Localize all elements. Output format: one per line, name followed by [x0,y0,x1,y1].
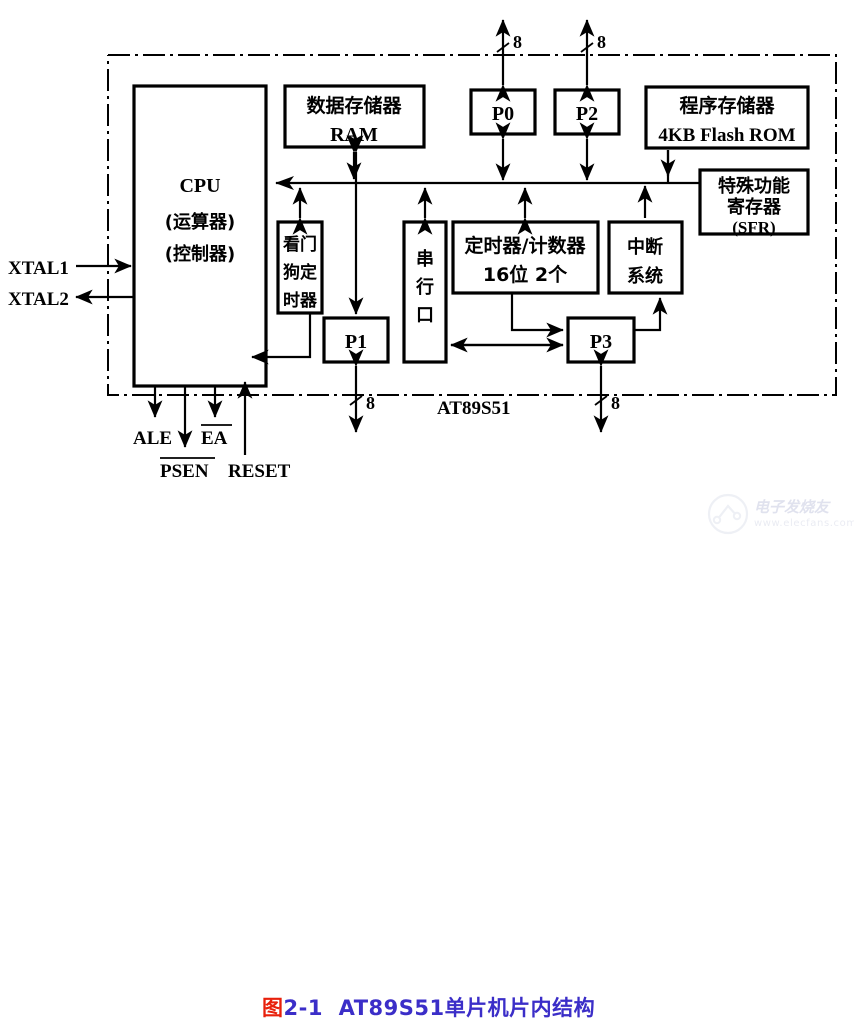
block-ram [283,84,426,149]
cpu-label-3: (控制器) [165,243,235,265]
xtal1-label: XTAL1 [8,258,69,279]
block-program-memory [644,85,810,150]
p3-label: P3 [590,331,612,353]
chip-name-label: AT89S51 [437,398,511,419]
interrupt-label-1: 中断 [627,236,663,258]
timer-p3-link [510,294,564,338]
serial-label-3: 口 [416,305,434,326]
cpu-label-1: CPU [179,175,220,197]
watermark-url: www.elecfans.com [754,518,854,529]
interrupt-label-2: 系统 [627,265,663,287]
timer-label-1: 定时器/计数器 [465,234,587,257]
block-interrupt-system [607,220,684,295]
p1-label: P1 [345,331,367,353]
caption-number: 2-1 [283,996,323,1020]
p1-bus-width-slash [349,395,363,406]
reset-label: RESET [228,461,291,482]
block-cpu [132,84,268,388]
caption-title: AT89S51单片机片内结构 [338,996,596,1020]
block-sfr [698,168,810,236]
psen-label: PSEN [160,461,209,482]
serial-label-2: 行 [415,276,434,298]
cpu-label-2: (运算器) [165,211,235,233]
rom-label-2: 4KB Flash ROM [658,125,795,146]
sfr-label-3: (SFR) [732,218,775,237]
p3-interrupt-link [634,297,668,332]
watchdog-label-2: 狗定 [283,262,317,283]
ram-label-2: RAM [330,124,378,146]
caption-prefix: 图 [262,996,284,1020]
xtal2-label: XTAL2 [8,289,69,310]
block-serial-port [402,220,448,364]
watchdog-label-3: 时器 [283,291,318,311]
chip-boundary [107,54,837,396]
p2-bus-width-slash [580,42,594,53]
p2-label: P2 [576,103,598,125]
watchdog-label-1: 看门 [282,234,317,255]
p3-bus-width-slash [594,395,608,406]
p1-bus-width-label: 8 [366,393,375,413]
timer-label-2: 16位 2个 [483,263,568,286]
block-p1 [322,316,390,364]
ram-label-1: 数据存储器 [306,94,402,117]
p2-bus-width-label: 8 [597,32,606,52]
serial-label-1: 串 [416,249,434,270]
rom-label-1: 程序存储器 [679,94,775,117]
ea-label: EA [201,428,228,449]
figure-canvas: CPU (运算器) (控制器) 数据存储器 RAM P0 P2 P1 P3 程序… [8,19,854,1020]
block-watchdog-timer [276,220,324,315]
p0-bus-width-slash [496,42,510,53]
ea-pin-group: EA [201,424,232,449]
sfr-label-1: 特殊功能 [718,175,790,197]
p3-bus-width-label: 8 [611,393,620,413]
watermark: 电子发烧友 www.elecfans.com [706,492,854,544]
block-diagram: CPU (运算器) (控制器) 数据存储器 RAM P0 P2 P1 P3 程序… [8,19,837,482]
watermark-text: 电子发烧友 [754,498,830,516]
watchdog-reset-link [251,313,312,365]
p0-bus-width-label: 8 [513,32,522,52]
watermark-logo-icon [707,493,749,535]
ale-label: ALE [133,428,172,449]
sfr-label-2: 寄存器 [727,196,782,218]
p0-label: P0 [492,103,514,125]
psen-pin-group: PSEN [160,457,215,482]
